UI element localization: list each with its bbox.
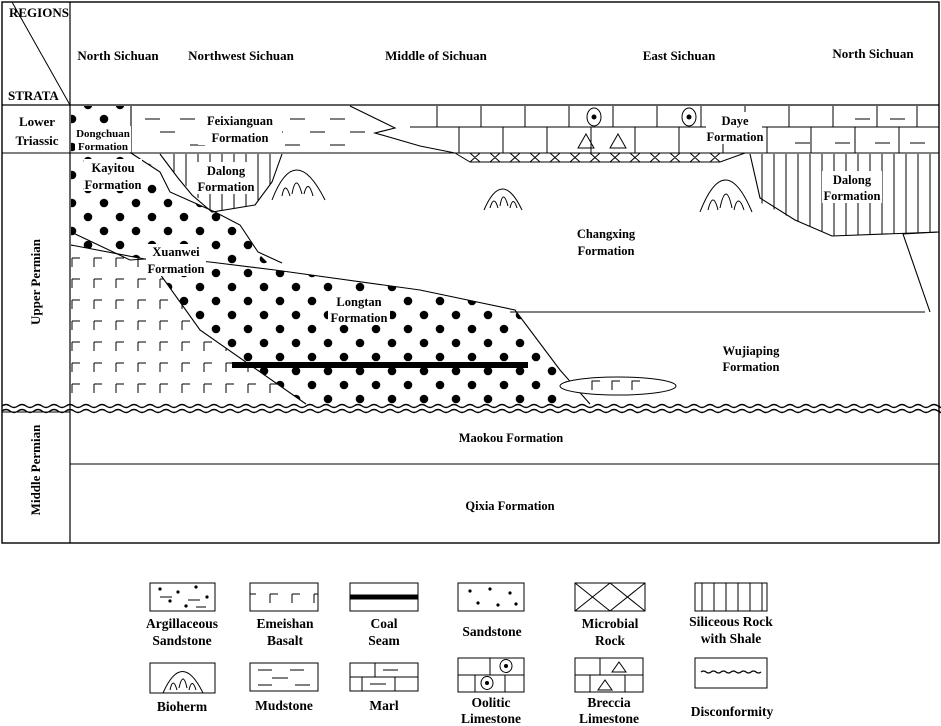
east-dalong-boundary [902,231,940,313]
legend-label-argillaceous-sandstone-2: Sandstone [152,633,211,648]
legend-symbol-mudstone [249,662,319,692]
microbial-rock-strip [454,152,746,163]
stratum-lower-triassic-line2: Triassic [15,133,58,148]
legend-symbol-bioherm [149,662,216,694]
legend-symbol-coal-seam [349,582,419,612]
legend-symbol-emeishan-basalt [249,582,319,612]
basalt-lens [559,376,677,396]
legend-label-argillaceous-sandstone-1: Argillaceous [146,616,218,631]
legend-label-oolitic-limestone-1: Oolitic [472,695,511,710]
formation-daye-1: Daye [721,114,749,128]
legend-label-disconformity: Disconformity [691,704,774,719]
breccia-triangle-symbols [577,132,627,149]
region-middle-of-sichuan: Middle of Sichuan [385,48,488,63]
legend-symbol-marl [349,662,419,692]
legend: Argillaceous Sandstone Emeishan Basalt C… [146,582,774,726]
legend-symbol-argillaceous-sandstone [149,582,216,612]
formation-longtan-2: Formation [331,311,388,325]
formation-xuanwei-1: Xuanwei [152,245,200,259]
region-northwest-sichuan: Northwest Sichuan [188,48,295,63]
legend-symbol-microbial-rock [574,582,646,612]
legend-label-coal-seam-2: Seam [368,633,400,648]
legend-label-microbial-rock-2: Rock [595,633,625,648]
legend-symbol-breccia-limestone [574,657,644,693]
legend-symbol-sandstone [457,582,525,612]
legend-label-coal-seam-1: Coal [371,616,398,631]
formation-changxing-1: Changxing [577,227,636,241]
corner-diagonal [11,1,71,106]
stratum-lower-triassic-line1: Lower [19,114,55,129]
corner-regions-label: REGIONS [9,5,69,20]
formation-longtan-1: Longtan [336,295,381,309]
corner-strata-label: STRATA [8,88,59,103]
west-dalong-outline [159,153,283,213]
xuanwei-longtan-sandstone-area [71,153,580,404]
legend-label-breccia-limestone-2: Limestone [579,711,639,726]
legend-label-breccia-limestone-1: Breccia [587,695,630,710]
stratum-middle-permian: Middle Permian [28,424,43,515]
formation-feixianguan-1: Feixianguan [207,114,273,128]
formation-kayitou-1: Kayitou [91,161,134,175]
formation-labels: Dongchuan Formation Feixianguan Formatio… [75,112,882,513]
legend-label-sandstone: Sandstone [462,624,521,639]
formation-dongchuan-2: Formation [78,141,128,153]
formation-dalong-east-2: Formation [824,189,881,203]
formation-dalong-west-2: Formation [198,180,255,194]
region-north-sichuan-left: North Sichuan [77,48,159,63]
formation-qixia: Qixia Formation [465,499,554,513]
bioherm-symbols [271,169,753,213]
east-dalong-outline [749,153,940,237]
legend-label-emeishan-basalt-1: Emeishan [256,616,314,631]
region-east-sichuan: East Sichuan [643,48,716,63]
legend-label-siliceous-rock-2: with Shale [701,631,761,646]
formation-kayitou-2: Formation [85,178,142,192]
longtan-top-boundary [70,231,591,405]
legend-label-emeishan-basalt-2: Basalt [267,633,304,648]
formation-dalong-east-1: Dalong [833,173,872,187]
formation-xuanwei-2: Formation [148,262,205,276]
disconformity-line [1,403,941,414]
feixianguan-daye-boundary [349,105,456,154]
legend-label-bioherm: Bioherm [157,699,208,714]
formation-wujiaping-2: Formation [723,360,780,374]
daye-marl-area [410,106,939,153]
legend-symbol-siliceous-rock-with-shale [694,582,768,612]
legend-label-oolitic-limestone-2: Limestone [461,711,521,726]
legend-symbol-disconformity [694,657,768,689]
legend-symbol-oolitic-limestone [457,657,525,693]
formation-wujiaping-1: Wujiaping [723,344,780,358]
outer-frame [1,1,940,544]
oolitic-grain-symbols [586,107,697,127]
legend-label-marl: Marl [369,698,398,713]
legend-label-siliceous-rock-1: Siliceous Rock [689,614,773,629]
region-north-sichuan-right: North Sichuan [832,46,914,61]
formation-daye-2: Formation [707,130,764,144]
formation-changxing-2: Formation [578,244,635,258]
legend-label-mudstone: Mudstone [255,698,313,713]
legend-label-microbial-rock-1: Microbial [582,616,639,631]
formation-feixianguan-2: Formation [212,131,269,145]
formation-dongchuan-1: Dongchuan [76,128,130,140]
stratum-upper-permian: Upper Permian [28,238,43,325]
formation-dalong-west-1: Dalong [207,164,246,178]
formation-maokou: Maokou Formation [459,431,564,445]
